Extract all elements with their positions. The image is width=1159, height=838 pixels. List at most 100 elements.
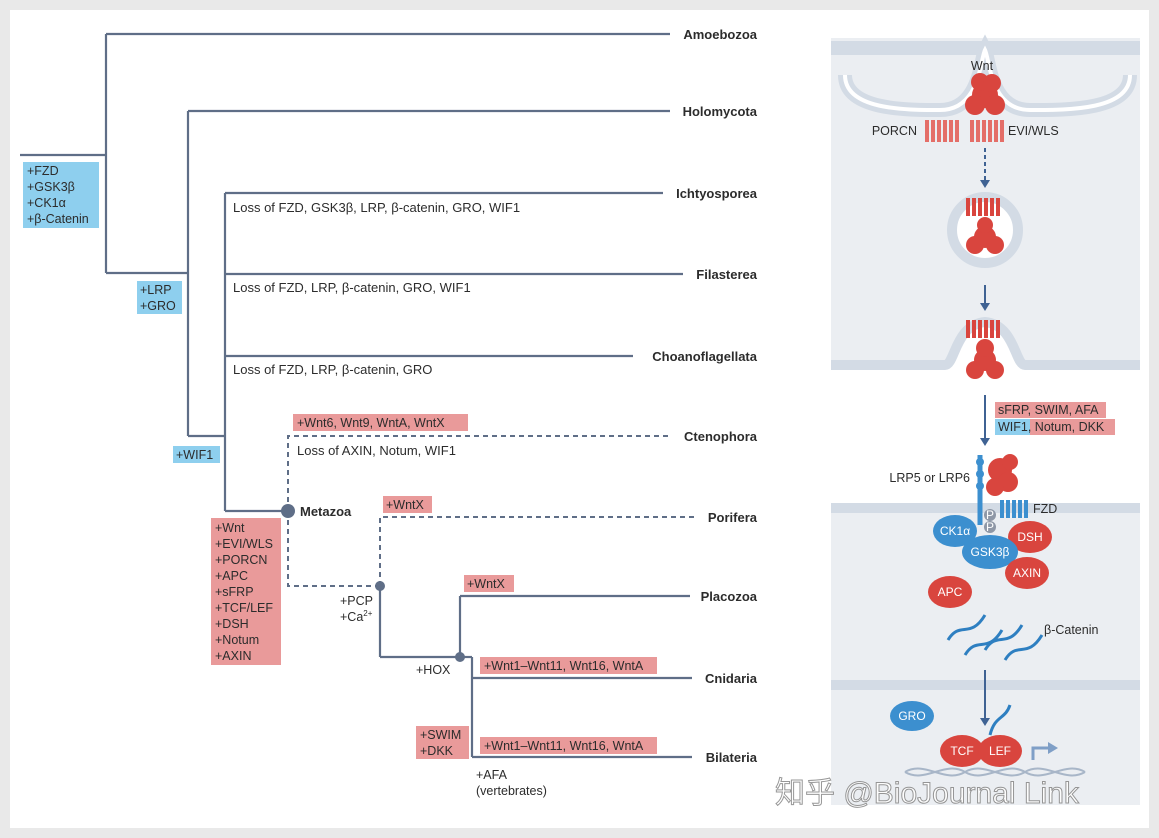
fzd-label: FZD (1033, 502, 1057, 516)
loss-ichthyosporea: Loss of FZD, GSK3β, LRP, β-catenin, GRO,… (233, 200, 520, 215)
phospho-1 (984, 509, 996, 521)
gain-metazoa-9: +AXIN (215, 649, 251, 663)
taxon-porifera: Porifera (708, 510, 758, 525)
gain-swim: +SWIM (420, 728, 461, 742)
gain-wif1: +WIF1 (176, 448, 213, 462)
lrp-receptor (976, 455, 984, 525)
gain-box-placozoa: +WntX (464, 575, 514, 592)
metazoa-node (281, 504, 295, 518)
loss-notes: Loss of FZD, GSK3β, LRP, β-catenin, GRO,… (233, 200, 520, 458)
wnt-protein-secreted (966, 320, 1004, 379)
loss-filasterea: Loss of FZD, LRP, β-catenin, GRO, WIF1 (233, 280, 471, 295)
gain-box-porifera: +WntX (383, 496, 432, 513)
gain-root-3: +CK1α (27, 196, 66, 210)
gain-box-bilateria: +Wnt1–Wnt11, Wnt16, WntA (480, 737, 657, 754)
apc-label: APC (938, 585, 963, 599)
gain-lrp-1: +LRP (140, 283, 172, 297)
loss-ctenophora: Loss of AXIN, Notum, WIF1 (297, 443, 456, 458)
gain-porifera: +WntX (386, 498, 425, 512)
gain-box-root: +FZD +GSK3β +CK1α +β-Catenin (23, 162, 99, 228)
beta-catenin-icon (946, 614, 1044, 661)
taxon-ichthyosporea: Ichtyosporea (676, 186, 758, 201)
taxon-amoebozoa: Amoebozoa (683, 27, 757, 42)
gsk3b-label: GSK3β (971, 545, 1010, 559)
tcf-label: TCF (950, 744, 973, 758)
dsh-label: DSH (1017, 530, 1042, 544)
gro-protein (890, 701, 934, 731)
taxon-filasterea: Filasterea (696, 267, 757, 282)
apc-protein (928, 576, 972, 608)
ck1a-protein (933, 515, 977, 547)
gain-root-2: +GSK3β (27, 180, 75, 194)
phospho-2 (984, 521, 996, 533)
axin-label: AXIN (1013, 566, 1041, 580)
axin-protein (1005, 557, 1049, 589)
taxa-labels: Amoebozoa Holomycota Ichtyosporea Filast… (652, 27, 758, 765)
wnt-protein-vesicle (966, 198, 1004, 254)
taxon-ctenophora: Ctenophora (684, 429, 758, 444)
wnt-protein-top (965, 73, 1005, 115)
node-label-hox: +HOX (416, 663, 451, 677)
wif1-box (995, 419, 1030, 435)
inhibitors-box-1 (995, 402, 1106, 418)
gain-lrp-2: +GRO (140, 299, 176, 313)
porcn-helices (925, 120, 959, 142)
inhibitors-box-2 (1030, 419, 1115, 435)
inhibitors-line2: WIF1, Notum, DKK (998, 420, 1105, 434)
wnt-pathway-illustration: Wnt PORCN EVI/WLS sFRP, SWIM, AFA (831, 34, 1140, 805)
gro-label: GRO (898, 709, 925, 723)
phylogenetic-tree (20, 32, 697, 759)
hox-node (455, 652, 465, 662)
taxon-holomycota: Holomycota (683, 104, 758, 119)
gain-cnidaria: +Wnt1–Wnt11, Wnt16, WntA (484, 659, 644, 673)
gain-metazoa-7: +DSH (215, 617, 249, 631)
gain-metazoa-2: +EVI/WLS (215, 537, 273, 551)
pcp-node (375, 581, 385, 591)
inhibitors-line1: sFRP, SWIM, AFA (998, 403, 1099, 417)
gain-ctenophora: +Wnt6, Wnt9, WntA, WntX (297, 416, 445, 430)
gsk3b-protein (962, 535, 1018, 569)
node-label-vertebrates: (vertebrates) (476, 784, 547, 798)
node-label-metazoa: Metazoa (300, 504, 352, 519)
taxon-cnidaria: Cnidaria (705, 671, 758, 686)
porcn-label: PORCN (872, 124, 917, 138)
wnt-label: Wnt (971, 59, 994, 73)
taxon-bilateria: Bilateria (706, 750, 758, 765)
node-label-ca: +Ca2+ (340, 609, 373, 624)
gain-box-wif1: +WIF1 (173, 446, 220, 463)
gain-box-ctenophora: +Wnt6, Wnt9, WntA, WntX (293, 414, 468, 431)
gain-root-1: +FZD (27, 164, 59, 178)
phospho-1-label: P (986, 508, 994, 522)
loss-choanoflagellata: Loss of FZD, LRP, β-catenin, GRO (233, 362, 432, 377)
dna-icon (904, 767, 1086, 777)
gain-dkk: +DKK (420, 744, 454, 758)
watermark: 知乎 @BioJournal Link (775, 777, 1080, 810)
beta-catenin-label: β-Catenin (1044, 623, 1098, 637)
gain-box-lrp: +LRP +GRO (137, 281, 182, 314)
node-label-pcp: +PCP (340, 594, 373, 608)
node-label-afa: +AFA (476, 768, 508, 782)
wnt-bound (986, 454, 1018, 496)
taxon-placozoa: Placozoa (701, 589, 758, 604)
gain-metazoa-8: +Notum (215, 633, 259, 647)
taxon-choanoflagellata: Choanoflagellata (652, 349, 758, 364)
gain-metazoa-5: +sFRP (215, 585, 254, 599)
gain-metazoa-6: +TCF/LEF (215, 601, 273, 615)
gain-box-metazoa: +Wnt +EVI/WLS +PORCN +APC +sFRP +TCF/LEF… (211, 518, 281, 665)
dsh-protein (1008, 521, 1052, 553)
gain-box-cnidaria: +Wnt1–Wnt11, Wnt16, WntA (480, 657, 657, 674)
lef-protein (978, 735, 1022, 767)
gain-metazoa-3: +PORCN (215, 553, 267, 567)
tcf-protein (940, 735, 984, 767)
gain-box-swim: +SWIM +DKK (416, 726, 469, 759)
evi-helices (970, 120, 1004, 142)
gain-root-4: +β-Catenin (27, 212, 89, 226)
gain-metazoa-4: +APC (215, 569, 248, 583)
evi-label: EVI/WLS (1008, 124, 1059, 138)
gain-placozoa: +WntX (467, 577, 506, 591)
phospho-2-label: P (986, 520, 994, 534)
ck1a-label: CK1α (940, 524, 970, 538)
lef-label: LEF (989, 744, 1011, 758)
lrp-label: LRP5 or LRP6 (889, 471, 970, 485)
